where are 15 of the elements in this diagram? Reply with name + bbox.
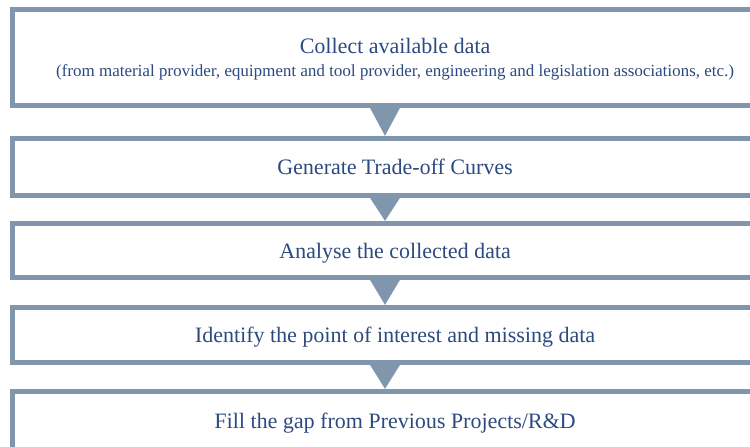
step-title: Generate Trade-off Curves (277, 154, 513, 180)
arrow (370, 365, 400, 389)
process-box (10, 136, 750, 198)
arrow (370, 198, 400, 221)
process-box (10, 7, 750, 108)
step-title: Collect available data (300, 32, 490, 58)
process-box (10, 221, 750, 280)
process-box (10, 305, 750, 365)
arrow (370, 280, 400, 305)
step-description: (from material provider, equipment and tool provider, engineering and legislation associations, etc.) (55, 60, 735, 82)
step-title: Analyse the collected data (279, 238, 511, 264)
step-title: Fill the gap from Previous Projects/R&D (214, 408, 576, 434)
step-title: Identify the point of interest and missing data (194, 322, 596, 348)
arrow (370, 108, 400, 136)
process-box (10, 389, 750, 447)
